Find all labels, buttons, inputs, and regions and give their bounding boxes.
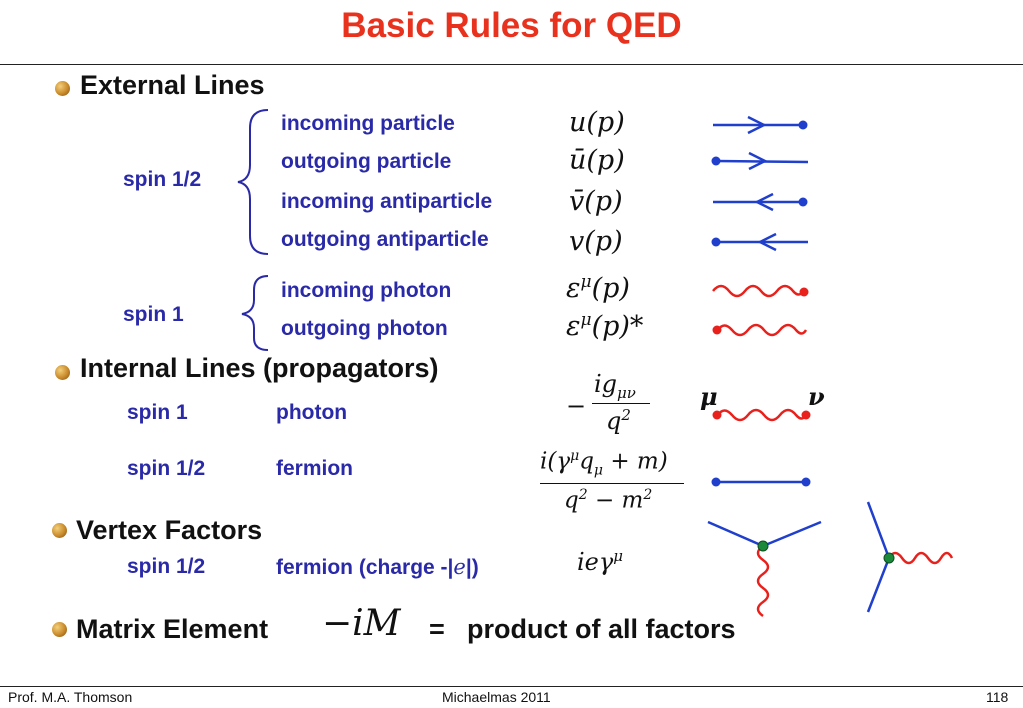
incoming-photon-line bbox=[712, 284, 805, 298]
vertex-dot bbox=[799, 287, 809, 297]
vertex-dot bbox=[711, 237, 721, 247]
vertex-dot bbox=[712, 410, 722, 420]
external-row-label: incoming antiparticle bbox=[281, 190, 493, 213]
vertex-dot bbox=[711, 477, 721, 487]
factor-u: u(p) bbox=[569, 107, 625, 138]
mu-index-label: μ bbox=[700, 382, 718, 411]
bullet-icon bbox=[55, 81, 70, 96]
spin-one-label: spin 1 bbox=[123, 303, 184, 326]
external-row-label: outgoing antiparticle bbox=[281, 228, 489, 251]
matrix-element-label: Matrix Element bbox=[76, 614, 269, 644]
epsilon-index: μ bbox=[580, 310, 592, 330]
internal-photon-name: photon bbox=[276, 401, 348, 424]
vertex-diagram-vertical bbox=[707, 520, 822, 618]
epsilon-symbol: ε bbox=[566, 311, 581, 342]
vertex-dot bbox=[711, 156, 721, 166]
external-row-label: outgoing photon bbox=[281, 317, 448, 340]
spin-one-brace bbox=[241, 275, 269, 351]
external-row-label: incoming particle bbox=[281, 112, 455, 135]
matrix-element-symbol: −iM bbox=[322, 603, 401, 644]
vertex-name-prefix: fermion (charge -| bbox=[276, 556, 454, 579]
section-vertex-factors: Vertex Factors bbox=[76, 515, 263, 545]
factor-epsilon-conj: εμ(p)* bbox=[566, 310, 643, 342]
footer-author: Prof. M.A. Thomson bbox=[8, 689, 133, 705]
vertex-dot bbox=[798, 120, 808, 130]
vertex-dot bbox=[798, 197, 808, 207]
section-external-lines: External Lines bbox=[80, 70, 265, 100]
vertex-dot bbox=[801, 410, 811, 420]
matrix-element-description: product of all factors bbox=[467, 614, 736, 644]
vertex-name-suffix: |) bbox=[465, 556, 479, 579]
vertex-charge: e bbox=[453, 555, 466, 579]
vertex-dot bbox=[801, 477, 811, 487]
footer-divider bbox=[0, 686, 1023, 687]
epsilon-argument: (p)* bbox=[591, 311, 644, 342]
section-internal-lines: Internal Lines (propagators) bbox=[80, 353, 439, 383]
vertex-diagram-horizontal bbox=[866, 501, 954, 613]
factor-v: v(p) bbox=[569, 226, 623, 257]
factor-epsilon: εμ(p) bbox=[566, 272, 630, 304]
external-row-label: outgoing particle bbox=[281, 150, 452, 173]
vertex-spin: spin 1/2 bbox=[127, 555, 206, 578]
photon-propagator-line bbox=[716, 408, 808, 422]
title-divider bbox=[0, 64, 1023, 65]
spin-half-brace bbox=[237, 109, 269, 255]
bullet-icon bbox=[52, 523, 67, 538]
factor-ubar: ū(p) bbox=[569, 145, 625, 176]
external-row-label: incoming photon bbox=[281, 279, 452, 302]
outgoing-particle-line bbox=[715, 151, 809, 171]
epsilon-argument: (p) bbox=[591, 273, 630, 304]
vertex-name: fermion (charge -|e|) bbox=[276, 555, 479, 580]
nu-index-label: ν bbox=[808, 382, 825, 411]
page-title: Basic Rules for QED bbox=[341, 6, 682, 45]
epsilon-index: μ bbox=[580, 272, 592, 292]
internal-photon-spin: spin 1 bbox=[127, 401, 188, 424]
outgoing-photon-line bbox=[716, 323, 808, 337]
factor-vbar: v̄(p) bbox=[569, 186, 623, 217]
spin-half-label: spin 1/2 bbox=[123, 168, 202, 191]
matrix-equals: = bbox=[429, 614, 445, 644]
epsilon-symbol: ε bbox=[566, 273, 581, 304]
incoming-particle-line bbox=[713, 115, 803, 135]
internal-fermion-name: fermion bbox=[276, 457, 354, 480]
bullet-icon bbox=[52, 622, 67, 637]
footer-term: Michaelmas 2011 bbox=[442, 689, 551, 705]
outgoing-antiparticle-line bbox=[716, 232, 808, 252]
vertex-factor: ieγμ bbox=[577, 547, 623, 576]
bullet-icon bbox=[55, 365, 70, 380]
vertex-dot bbox=[712, 325, 722, 335]
incoming-antiparticle-line bbox=[713, 192, 803, 212]
internal-fermion-spin: spin 1/2 bbox=[127, 457, 206, 480]
footer-page-number: 118 bbox=[986, 689, 1009, 705]
